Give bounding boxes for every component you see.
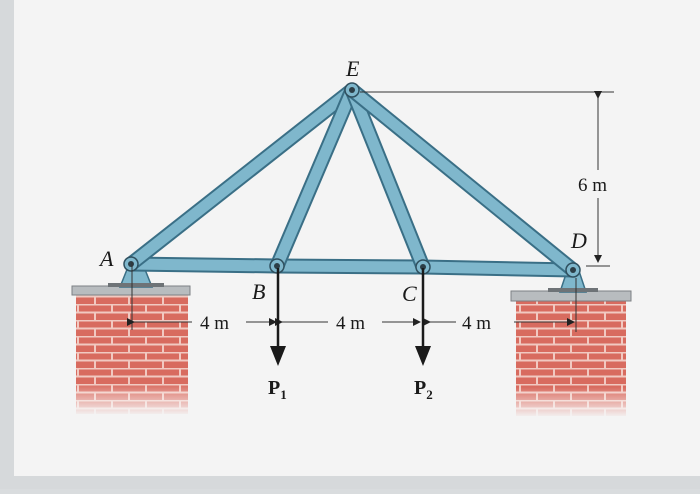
load-p1-label: P1: [268, 377, 287, 402]
left-brick-pier: [71, 285, 191, 414]
joint-pin-a: [128, 261, 134, 267]
truss-members: [126, 84, 578, 278]
load-p2-label: P2: [414, 377, 433, 402]
joint-c-label: C: [402, 281, 417, 306]
span-ab-label: 4 m: [200, 313, 229, 334]
joint-e-label: E: [345, 56, 360, 81]
span-bc-label: 4 m: [336, 313, 365, 334]
member-be: [270, 87, 359, 269]
joint-pin-c: [420, 264, 426, 270]
member-cd: [422, 259, 574, 278]
load-arrow-p2: [415, 268, 431, 366]
load-arrow-p1: [270, 268, 286, 366]
span-cd-label: 4 m: [462, 313, 491, 334]
member-bc: [276, 258, 424, 275]
height-label: 6 m: [578, 175, 607, 196]
joint-a-label: A: [98, 246, 114, 271]
joint-pin-d: [570, 267, 576, 273]
member-ab: [130, 256, 278, 274]
member-de: [347, 84, 578, 276]
height-dimension: 6 m: [360, 91, 614, 267]
member-ae: [126, 84, 357, 270]
right-brick-pier: [510, 290, 632, 416]
joint-pin-b: [274, 263, 280, 269]
member-ce: [345, 87, 430, 270]
joint-pin-e: [349, 87, 355, 93]
span-dimensions: 4 m 4 m 4 m: [127, 262, 577, 334]
joint-b-label: B: [252, 279, 265, 304]
joint-d-label: D: [570, 228, 587, 253]
